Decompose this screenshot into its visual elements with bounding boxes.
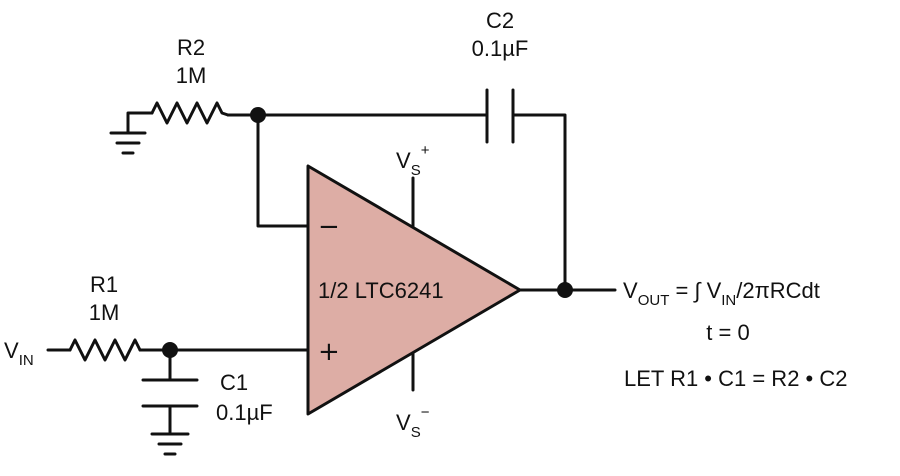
ground-symbol-c1 <box>150 432 190 456</box>
opamp-body <box>306 164 522 416</box>
c2-output-wire <box>511 113 567 292</box>
r2-name: R2 <box>177 35 205 60</box>
output-equation: VOUT = ∫ VIN/2πRCdt <box>623 278 820 309</box>
ground-symbol-r2 <box>109 131 147 155</box>
r1-value: 1M <box>89 300 120 325</box>
vs-plus-label: VS+ <box>396 142 430 179</box>
c2-value: 0.1µF <box>472 36 529 61</box>
c2-capacitor <box>485 88 515 144</box>
r2-ground-wire <box>126 111 154 134</box>
opamp-noninverting-sign: + <box>318 337 340 367</box>
r2-value: 1M <box>176 63 207 88</box>
r1-name: R1 <box>90 272 118 297</box>
junction-node-inverting <box>250 107 266 123</box>
vs-minus-label: VS− <box>396 404 430 441</box>
r2-resistor <box>150 101 230 125</box>
c1-capacitor <box>141 378 199 408</box>
junction-node-output <box>557 282 573 298</box>
integration-limit: t = 0 <box>706 320 749 345</box>
inverting-feedback-wire <box>256 113 310 228</box>
c1-value: 0.1µF <box>216 400 273 425</box>
opamp-label: 1/2 LTC6241 <box>318 278 444 303</box>
r1-resistor <box>68 338 142 362</box>
vin-label: VIN <box>4 338 34 369</box>
opamp-inverting-sign: − <box>318 212 340 242</box>
c1-name: C1 <box>220 370 248 395</box>
junction-node-noninverting <box>162 342 178 358</box>
component-condition: LET R1 • C1 = R2 • C2 <box>624 366 847 391</box>
c2-name: C2 <box>486 8 514 33</box>
